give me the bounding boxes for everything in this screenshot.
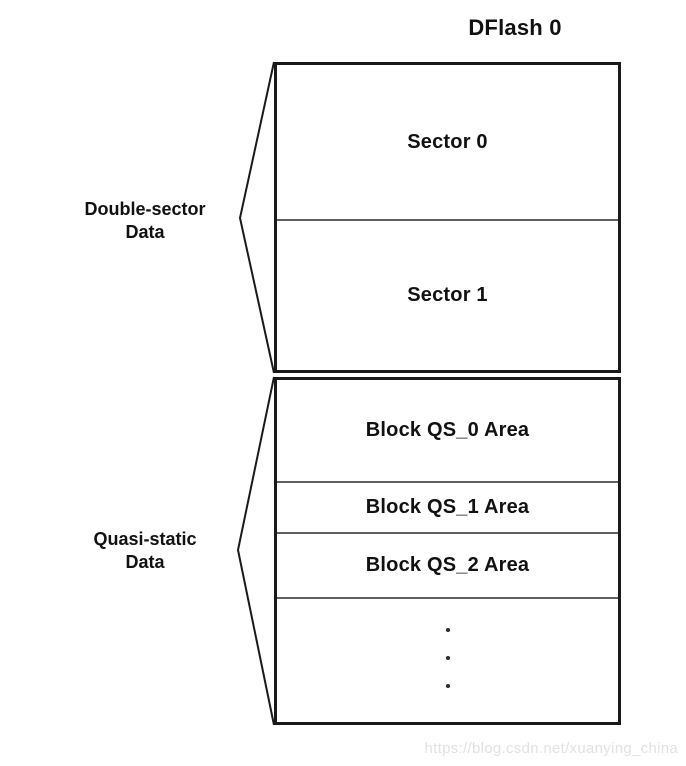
vertical-ellipsis-icon [445, 599, 450, 722]
group-label-line-2: Data [125, 552, 165, 572]
page-title: DFlash 0 [468, 15, 562, 40]
region-row-label: Sector 1 [407, 284, 488, 306]
brace-double-sector-icon [238, 61, 275, 374]
region-row-label: Block QS_0 Area [365, 419, 530, 441]
group-label-quasi-static-data: Quasi-static Data [45, 528, 245, 574]
group-label-double-sector-data: Double-sector Data [45, 198, 245, 244]
group-label-line-1: Quasi-static [93, 529, 197, 549]
ellipsis-dot [445, 655, 450, 660]
region-row-block-qs-2-area: Block QS_2 Area [277, 532, 618, 597]
region-row-sector-1: Sector 1 [277, 219, 618, 370]
region-row-label: Block QS_1 Area [365, 496, 530, 518]
region-box-double-sector-data: Sector 0 Sector 1 [274, 62, 621, 373]
region-row-label: Block QS_2 Area [365, 554, 530, 576]
group-label-line-1: Double-sector [84, 199, 206, 219]
watermark-text: https://blog.csdn.net/xuanying_china [424, 740, 678, 757]
region-row-block-qs-0-area: Block QS_0 Area [277, 380, 618, 481]
group-label-line-2: Data [125, 222, 165, 242]
region-row-label: Sector 0 [407, 130, 488, 153]
ellipsis-dot [445, 683, 450, 688]
region-row-sector-0: Sector 0 [277, 65, 618, 219]
region-box-quasi-static-data: Block QS_0 Area Block QS_1 Area Block QS… [274, 377, 621, 725]
region-row-continuation [277, 597, 618, 722]
ellipsis-dot [445, 627, 450, 632]
region-row-block-qs-1-area: Block QS_1 Area [277, 481, 618, 532]
